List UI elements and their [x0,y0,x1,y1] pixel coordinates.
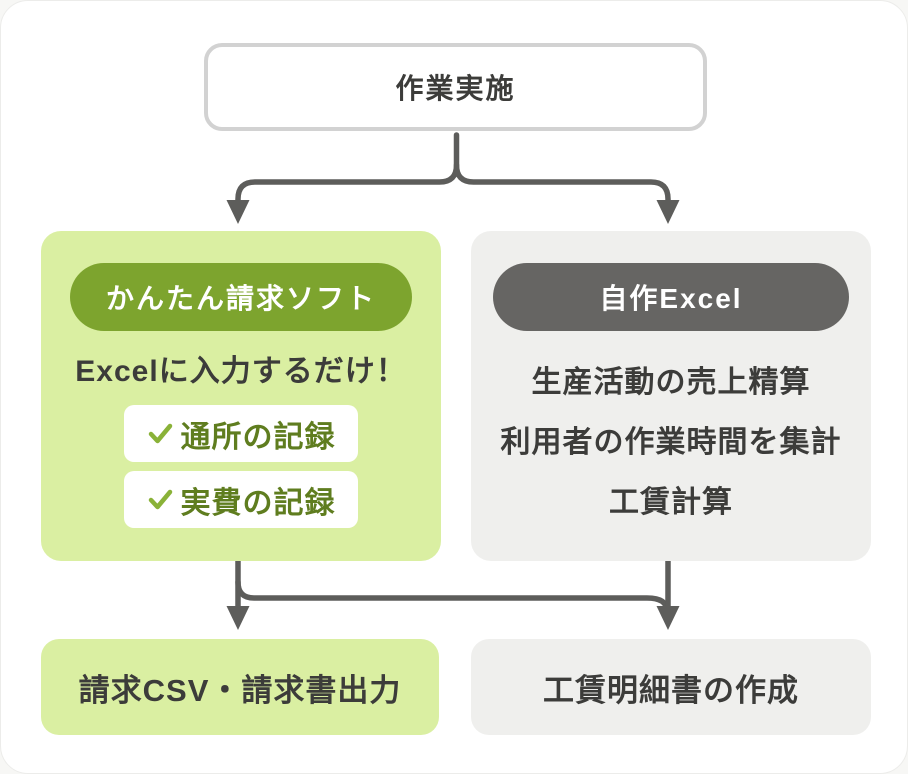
check-item-expenses: 実費の記録 [124,471,358,528]
source-node-label: 作業実施 [395,73,516,104]
panel-self-made-excel: 自作Excel 生産活動の売上精算 利用者の作業時間を集計 工賃計算 [471,231,871,561]
result-billing-output: 請求CSV・請求書出力 [41,639,439,735]
arrowhead-bottom-right [656,606,680,630]
panel-easy-billing-software: かんたん請求ソフト Excelに入力するだけ！ 通所の記録 実費の記録 [41,231,441,561]
check-icon [148,489,172,510]
check-item-attendance: 通所の記録 [124,405,358,462]
check-icon [148,423,172,444]
left-panel-headline: Excelに入力するだけ！ [75,355,407,388]
arrowhead-top-left [226,200,250,224]
self-made-excel-pill-label: 自作Excel [599,283,743,314]
check-item-label: 実費の記録 [180,486,336,520]
self-made-excel-pill: 自作Excel [493,263,849,331]
arrowhead-top-right [656,200,680,224]
excel-task: 生産活動の売上精算 [531,366,811,399]
result-billing-output-label: 請求CSV・請求書出力 [78,672,402,708]
result-wage-statement-label: 工賃明細書の作成 [543,672,799,708]
easy-billing-software-pill: かんたん請求ソフト [70,263,412,331]
excel-task: 工賃計算 [609,486,733,519]
result-wage-statement: 工賃明細書の作成 [471,639,871,735]
source-node: 作業実施 [204,43,707,131]
connector-top-left [235,132,460,205]
easy-billing-software-pill-label: かんたん請求ソフト [105,283,376,314]
check-item-label: 通所の記録 [180,420,336,454]
connector-top-right [453,162,671,205]
excel-task: 利用者の作業時間を集計 [500,426,842,459]
connector-bottom-branch [235,579,670,614]
arrowhead-bottom-left [226,606,250,630]
